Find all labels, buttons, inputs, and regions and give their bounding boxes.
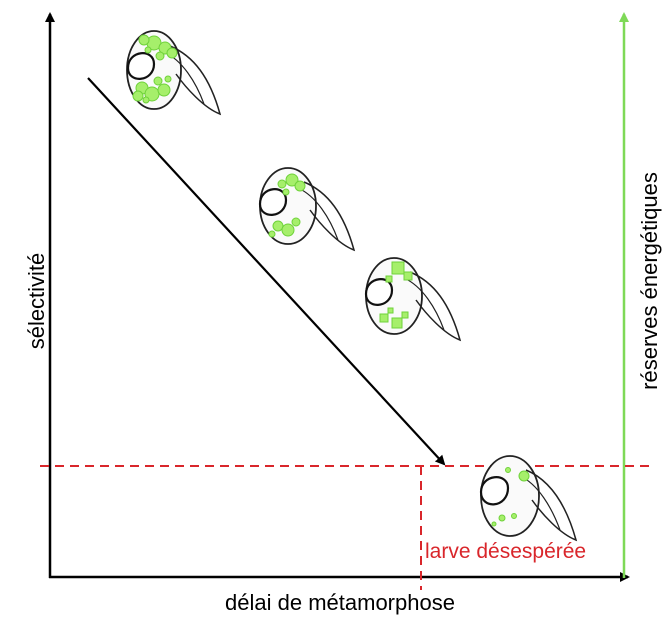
larva-4-body	[479, 455, 578, 542]
larva-2-reserves	[268, 173, 306, 238]
larva-stage-2	[258, 167, 356, 252]
larva-1-reserves	[132, 34, 178, 104]
larva-3-reserves	[379, 261, 413, 329]
x-axis-label: délai de métamorphose	[225, 590, 455, 615]
selectivity-trend-arrow	[87, 77, 446, 466]
larva-stage-4	[479, 455, 578, 542]
desperate-larva-label: larve désespérée	[425, 540, 587, 563]
larva-2-body	[258, 167, 356, 252]
larva-stage-3	[364, 257, 462, 342]
y-axis-label-right: réserves énergétiques	[637, 172, 662, 390]
y-axis-label-left: sélectivité	[24, 252, 49, 350]
larva-stage-1	[126, 30, 222, 116]
larva-4-reserves	[491, 467, 530, 527]
larva-3-body	[364, 257, 462, 342]
